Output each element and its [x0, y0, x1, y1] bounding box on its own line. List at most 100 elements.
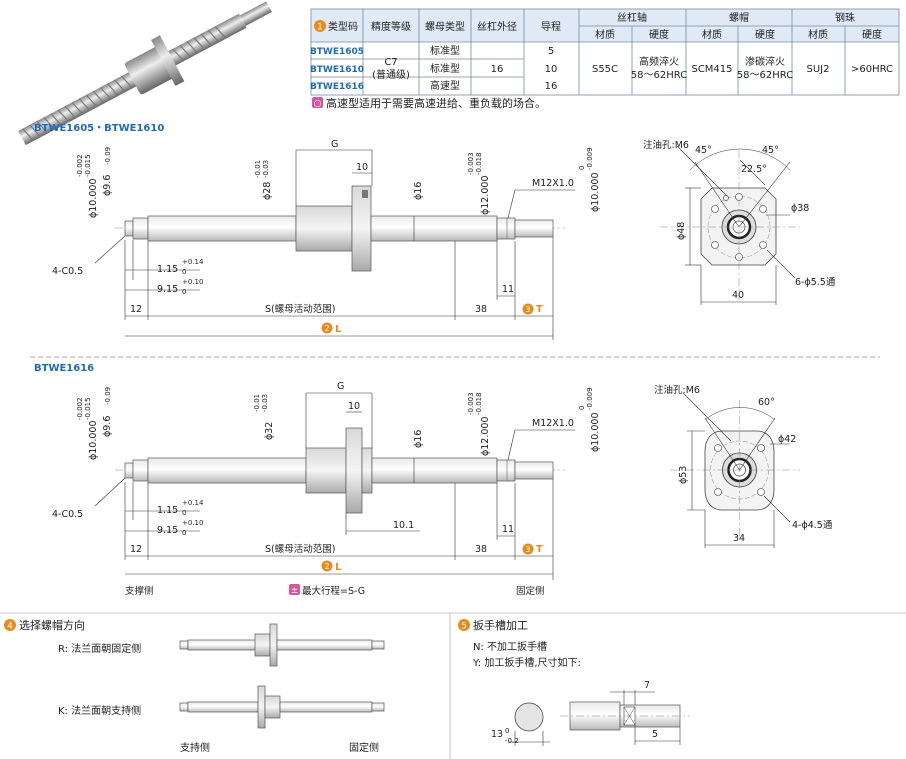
option-k-drawing: [179, 685, 385, 729]
s2-t: T: [536, 544, 543, 555]
header-shaft-dia: 丝杠外径: [477, 20, 517, 33]
s2-phi12-tol2: -0.018: [475, 392, 483, 415]
s1-d115-tol2: 0: [182, 268, 186, 276]
s2-phi12: ϕ12.000: [480, 416, 491, 456]
header-accuracy: 精度等级: [371, 20, 411, 33]
section5-title: 扳手槽加工: [473, 618, 528, 632]
s1-angle-45a: 45°: [695, 145, 712, 156]
s2-label-10: 10: [348, 401, 360, 412]
s1-holes: 6-ϕ5.5通: [795, 277, 836, 288]
s1-d915: 9.15: [157, 284, 178, 295]
section4-title: 选择螺帽方向: [19, 618, 85, 632]
ball-material: SUJ2: [807, 64, 830, 75]
accuracy-value: C7: [384, 57, 397, 68]
s1-d11: 11: [502, 284, 514, 295]
s1-label-10: 10: [356, 162, 368, 173]
header-shaft-material: 材质: [595, 28, 615, 41]
header-nut-material: 材质: [702, 28, 722, 41]
section2-drawing: [115, 427, 565, 514]
s1-w40: 40: [732, 290, 744, 301]
s1-phi10-tol2: -0.015: [84, 154, 92, 177]
nut-material: SCM415: [691, 64, 732, 75]
s1-phi28-tol1: -0.01: [254, 160, 262, 178]
s2-d38: 38: [475, 544, 487, 555]
badge-1: 1: [317, 23, 323, 33]
section2-dims: G 10 ϕ32 -0.01 -0.03 ϕ16 ϕ12.000 -0.003 …: [52, 381, 601, 597]
s2-d115-tol1: +0.14: [182, 499, 204, 507]
s2-phi32-tol1: -0.01: [253, 394, 261, 412]
s2-phi10-tol2: -0.015: [84, 397, 92, 420]
slot-d5: 5: [652, 729, 658, 740]
header-shaft-hardness: 硬度: [649, 28, 669, 41]
note-icon: ○: [314, 99, 322, 109]
shaft-dia-value: 16: [491, 64, 504, 75]
s2-phi53: ϕ53: [678, 466, 689, 484]
option-n: N: 不加工扳手槽: [473, 640, 547, 653]
shaft-material: S55C: [592, 64, 618, 75]
accuracy-grade: (普通级): [372, 68, 410, 81]
s2-m12: M12X1.0: [532, 418, 574, 429]
option-k: K: 法兰面朝支持侧: [58, 704, 141, 717]
s2-d11: 11: [502, 524, 514, 535]
badge-4: 4: [7, 622, 13, 632]
row3-lead: 16: [545, 81, 558, 92]
s2-phi96-tol: -0.09: [104, 387, 112, 405]
s1-d915-tol2: 0: [182, 288, 186, 296]
s2-phi96: ϕ9.6: [102, 416, 113, 437]
s1-t: T: [536, 304, 543, 315]
section1-dims: G 10 ϕ28 -0.01 -0.03 ϕ16 ϕ12.000 -0.003 …: [52, 139, 601, 340]
s2-max-stroke: 最大行程=S-G: [302, 585, 365, 597]
header-nut-group: 螺帽: [729, 11, 749, 24]
header-type-code: 类型码: [328, 20, 358, 33]
badge-5: 5: [461, 622, 467, 632]
header-nut-type: 螺母类型: [425, 20, 465, 33]
s1-m12: M12X1.0: [532, 178, 574, 189]
header-ball-group: 钢珠: [835, 11, 855, 24]
header-nut-hardness: 硬度: [755, 28, 775, 41]
s1-badge-3: 3: [525, 305, 530, 314]
row3-nut-type: 高速型: [430, 79, 460, 92]
header-ball-material: 材质: [808, 28, 828, 41]
s2-label-g: G: [337, 381, 344, 392]
slot-d7: 7: [644, 680, 650, 691]
row1-code: BTWE1605: [310, 47, 364, 57]
s1-badge-2: 2: [324, 324, 329, 333]
s1-oil-hole: 注油孔:M6: [643, 139, 689, 151]
s2-support-side: 支撑侧: [125, 585, 154, 597]
row3-code: BTWE1616: [310, 82, 364, 92]
row2-code: BTWE1610: [310, 65, 364, 75]
s4-fixed-side: 固定侧: [349, 741, 379, 754]
max-stroke-icon: ±: [291, 586, 299, 596]
s1-stroke-range: S(螺母活动范围): [265, 303, 335, 315]
s1-chamfer: 4-C0.5: [52, 266, 83, 277]
s1-phi48: ϕ48: [676, 222, 687, 240]
row2-lead: 10: [545, 64, 558, 75]
shaft-hardness-2: 58～62HRC: [631, 70, 687, 81]
section1-flange-view: 45° 45° 22.5° 注油孔:M6 ϕ38 ϕ48 40 6-ϕ5.5通: [643, 139, 836, 305]
s2-d915: 9.15: [157, 525, 178, 536]
header-lead: 导程: [541, 21, 561, 33]
s1-angle-45b: 45°: [762, 145, 779, 156]
s2-phi10r-tol2: -0.009: [586, 387, 594, 410]
row1-lead: 5: [548, 46, 554, 57]
nut-hardness-2: 58～62HRC: [737, 70, 793, 81]
s1-d115-tol1: +0.14: [182, 258, 204, 266]
s2-phi10-tol1: -0.002: [76, 397, 84, 420]
section2-flange-view: 60° 注油孔:M6 ϕ42 ϕ53 34 4-ϕ4.5通: [654, 384, 833, 548]
row1-nut-type: 标准型: [430, 44, 460, 57]
s2-chamfer: 4-C0.5: [52, 509, 83, 520]
s1-d915-tol1: +0.10: [182, 278, 203, 286]
s2-oil-hole: 注油孔:M6: [654, 384, 700, 396]
shaft-hardness-1: 高频淬火: [639, 55, 679, 68]
note-text: 高速型适用于需要高速进给、重负载的场合。: [326, 96, 546, 110]
option-r: R: 法兰面朝固定侧: [58, 642, 141, 655]
s2-d12: 12: [130, 544, 142, 555]
ball-hardness: >60HRC: [851, 64, 893, 75]
s2-stroke-range: S(螺母活动范围): [265, 543, 335, 555]
option-r-drawing: [179, 623, 385, 667]
s1-phi10-left: ϕ10.000: [88, 178, 99, 218]
s2-angle-60: 60°: [758, 397, 775, 408]
s1-phi10r-tol1: 0: [578, 166, 586, 170]
s2-d101: 10.1: [393, 520, 414, 531]
